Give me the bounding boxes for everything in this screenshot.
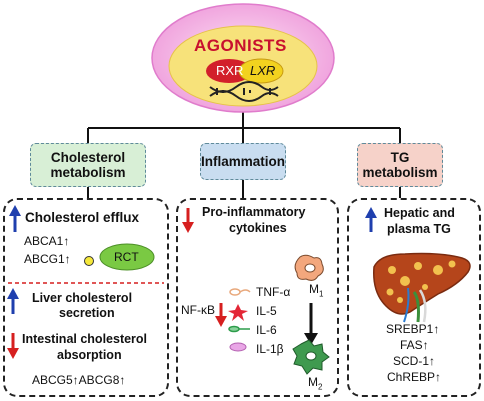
tg-line2: metabolism [362,165,438,180]
gene-scd1: SCD-1↑ [393,354,436,368]
agonists-ellipse [151,3,335,113]
m1-to-m2-arrow-icon [304,303,318,345]
m1-label: M1 [309,282,324,299]
cytokine-il1b: IL-1β [256,342,284,356]
gene-fas: FAS↑ [400,338,429,352]
cholesterol-dot-icon [84,256,94,266]
lxr-shape [238,58,284,84]
efflux-title: Cholesterol efflux [25,210,140,225]
abcg1-label: ABCG1↑ [24,252,71,266]
efflux-up-arrow-icon [9,205,21,232]
abca1-label: ABCA1↑ [24,234,70,248]
rct-label: RCT [114,250,139,264]
lxr-label: LXR [250,63,276,78]
il1b-icon [229,342,247,352]
rxr-shape [206,59,252,83]
il6-icon [228,325,250,333]
tg-line1: TG [390,150,410,165]
cytokine-il6: IL-6 [256,323,277,337]
hepatic-up-arrow-icon [365,207,377,232]
cholesterol-line1: Cholesterol [50,150,126,165]
intestinal-line1: Intestinal cholesterol [22,332,148,346]
dna-icon [209,81,279,102]
intestinal-line2: absorption [57,348,122,362]
liver-up-arrow-icon [7,288,19,314]
cholesterol-panel [3,198,169,397]
gene-srebp1: SREBP1↑ [386,322,440,336]
cytokine-il5: IL-5 [256,304,277,318]
gene-chrebp: ChREBP↑ [387,370,442,384]
cytokines-down-arrow-icon [182,208,194,233]
il5-icon [228,304,248,321]
tnf-alpha-icon [229,288,251,296]
hepatic-line2: plasma TG [387,222,451,236]
inflammation-box: Inflammation [200,143,286,180]
m2-label: M2 [308,375,323,392]
m2-macrophage-icon [292,339,330,375]
cholesterol-line2: metabolism [50,165,126,180]
pro-inflammatory-line2: cytokines [229,221,287,235]
fatty-liver-icon [373,252,471,323]
rxr-label: RXR [216,63,244,78]
abcg5-abcg8-label: ABCG5↑ABCG8↑ [32,373,126,387]
hepatic-line1: Hepatic and [384,206,455,220]
nfkb-down-arrow-icon [215,303,227,327]
liver-line2: secretion [59,306,115,320]
intestinal-down-arrow-icon [7,333,19,359]
pro-inflammatory-line1: Pro-inflammatory [202,205,306,219]
cytokine-tnf: TNF-α [256,285,291,299]
liver-line1: Liver cholesterol [32,291,133,305]
inflammation-label: Inflammation [201,154,286,169]
nfkb-label: NF-κB [181,303,215,317]
rct-ellipse [99,243,155,271]
m1-macrophage-icon [294,254,324,281]
agonists-title: AGONISTS [194,36,287,55]
